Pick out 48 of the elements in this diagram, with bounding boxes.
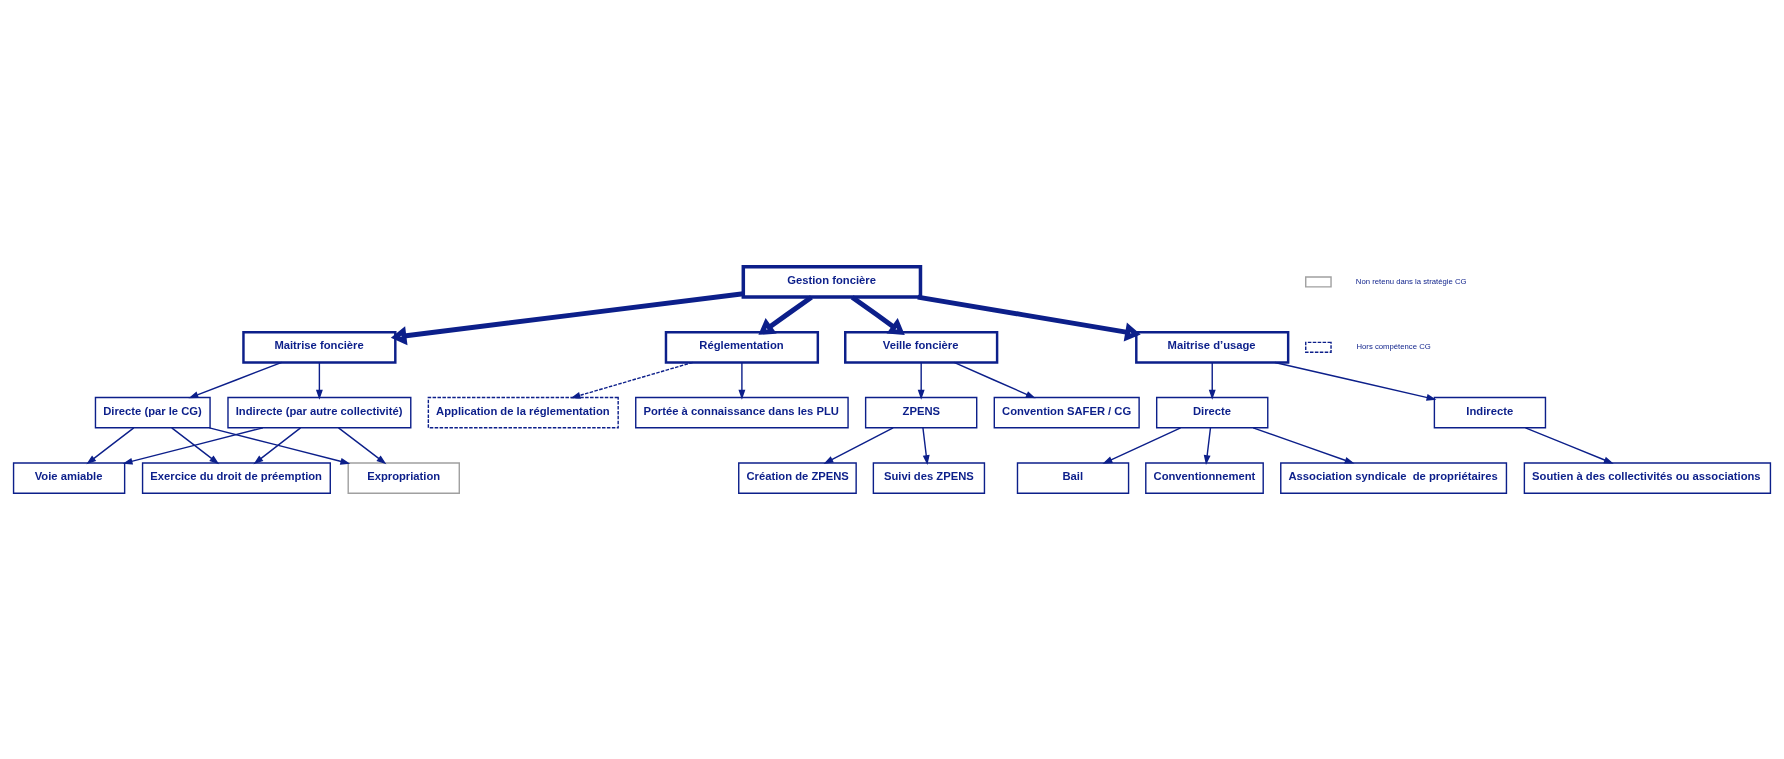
arrow (917, 294, 1141, 341)
node-box: Indirecte (par autre collectivité) (227, 396, 412, 428)
node-box: Directe (1156, 396, 1269, 428)
node-box: Maitrise d’usage (1135, 330, 1290, 364)
node-box: Application de la réglementation (427, 396, 619, 428)
arrow (390, 290, 744, 345)
arrow (1274, 361, 1437, 401)
node-box: Réglementation (664, 330, 820, 364)
arrow (570, 361, 694, 399)
node-box: Indirecte (1433, 396, 1547, 428)
node-box: Suivi des ZPENS (872, 461, 986, 494)
arrow (738, 361, 746, 400)
node-box: Voie amiable (12, 461, 126, 494)
arrow (253, 426, 302, 464)
arrow (823, 426, 894, 464)
arrow (917, 361, 925, 400)
node-box: Création de ZPENS (738, 461, 857, 494)
node-box: Exercice du droit de préemption (141, 461, 331, 494)
arrow (171, 426, 220, 464)
node-box: Expropriation (347, 461, 460, 494)
arrow (1203, 426, 1212, 465)
legend-label: Non retenu dans la stratégie CG (1355, 276, 1467, 286)
arrow (758, 294, 813, 335)
arrow (188, 361, 283, 398)
node-box: Soutien à des collectivités ou associations (1523, 461, 1772, 494)
arrow (315, 361, 323, 400)
arrow (922, 426, 930, 465)
node-box: ZPENS (864, 396, 978, 428)
node-box: Convention SAFER / CG (993, 396, 1140, 428)
arrow (122, 426, 264, 465)
arrow (1102, 426, 1182, 464)
node-box: Association syndicale de propriétaires (1280, 461, 1508, 494)
arrow (850, 294, 905, 335)
node-box: Gestion foncière (741, 264, 923, 299)
arrow (1524, 426, 1614, 464)
node-box: Directe (par le CG) (94, 396, 211, 428)
arrow (208, 426, 351, 465)
arrow (1208, 361, 1216, 400)
node-box: Bail (1016, 461, 1130, 494)
node-box: Portée à connaissance dans les PLU (635, 396, 849, 428)
arrow (1252, 426, 1355, 464)
arrow (86, 426, 135, 464)
node-box: Veille foncière (844, 330, 999, 364)
legend-label: Hors compétence CG (1356, 341, 1431, 351)
arrow (337, 426, 387, 464)
node-box: Conventionnement (1145, 461, 1264, 494)
node-box: Maitrise foncière (242, 330, 397, 364)
arrow (953, 361, 1036, 398)
